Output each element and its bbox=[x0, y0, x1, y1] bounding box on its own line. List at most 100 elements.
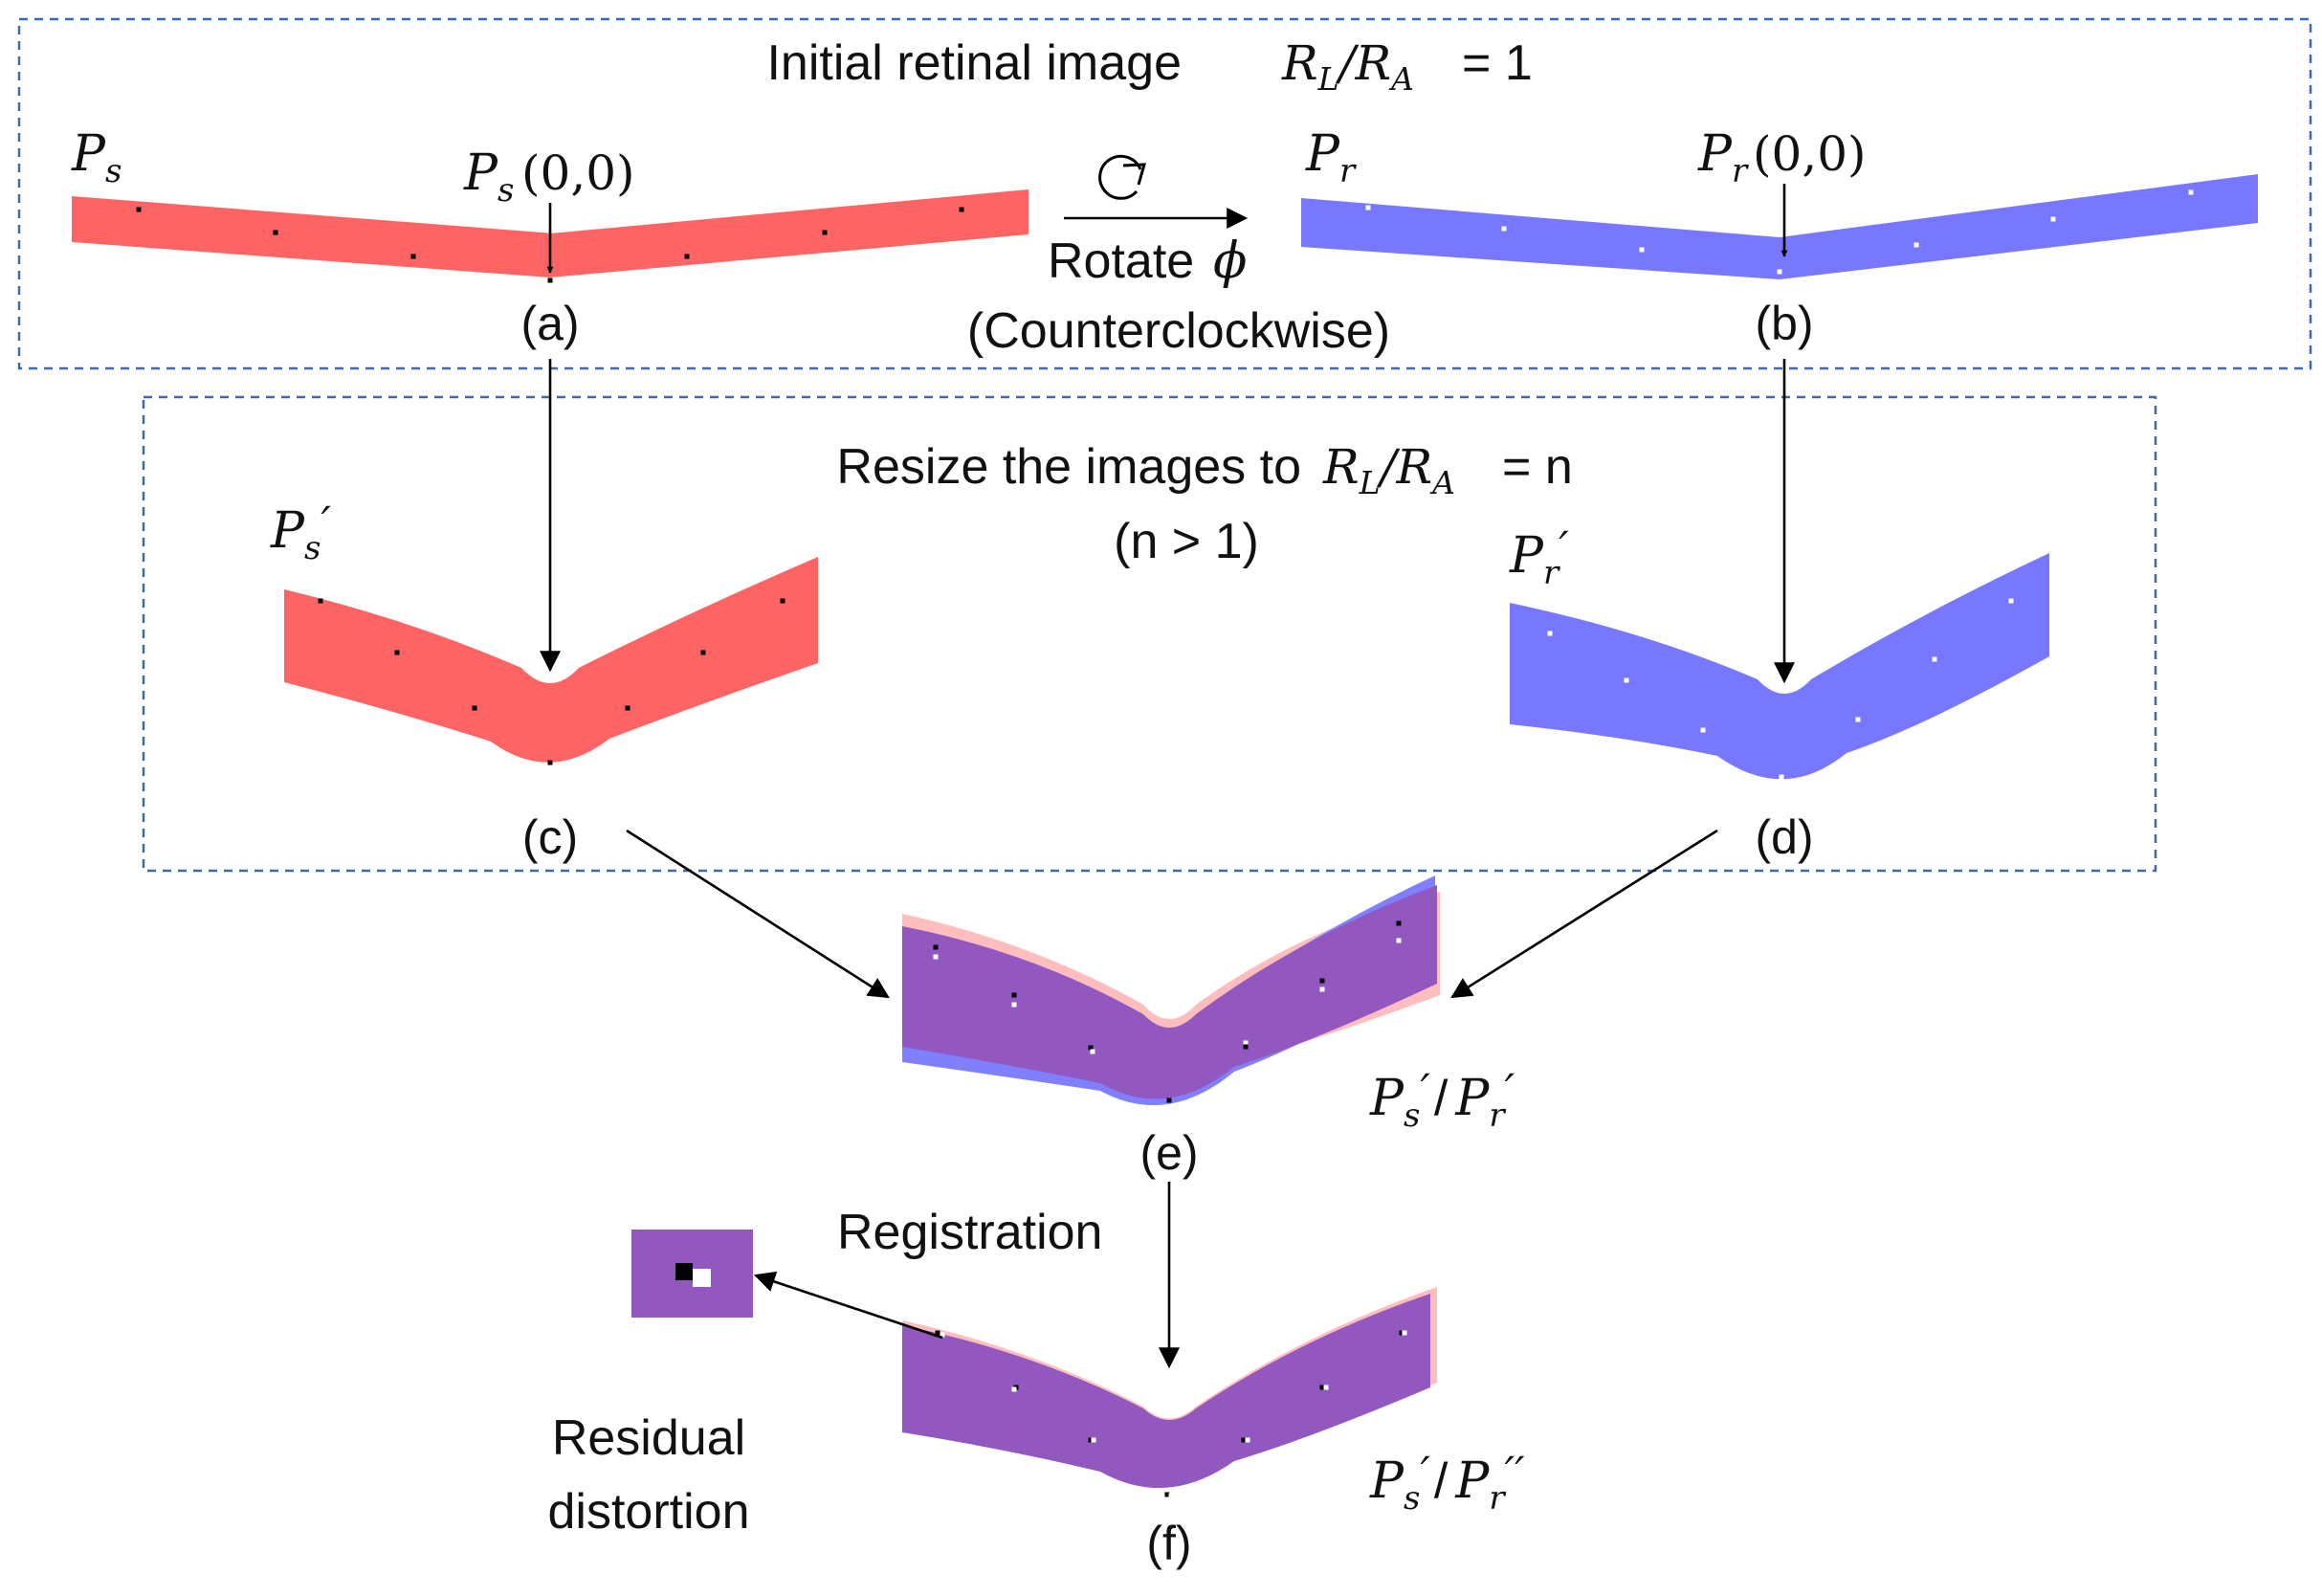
landmark-point bbox=[472, 705, 477, 711]
landmark-point bbox=[1011, 1002, 1017, 1008]
landmark-point bbox=[1243, 1044, 1249, 1050]
landmark-point bbox=[318, 598, 323, 604]
residual-white-marker bbox=[693, 1269, 711, 1287]
ratio-label-resize: RL/RA = n bbox=[1322, 439, 1573, 501]
landmark-point bbox=[2050, 216, 2056, 222]
panel-c-resized-source bbox=[284, 557, 818, 765]
residual-label-line1: Residual bbox=[552, 1410, 745, 1466]
landmark-point bbox=[1241, 1437, 1247, 1443]
panel-a-symbol: Ps bbox=[71, 125, 122, 190]
panel-b-landmarks bbox=[1365, 189, 2194, 275]
arrow-d-to-e bbox=[1450, 829, 1718, 999]
landmark-point bbox=[1932, 656, 1937, 662]
landmark-point bbox=[940, 1332, 945, 1338]
panel-e-landmarks bbox=[933, 920, 1402, 1103]
svg-text:Ps: Ps bbox=[463, 144, 514, 210]
landmark-point bbox=[1700, 727, 1706, 733]
svg-text:Pr: Pr bbox=[1697, 125, 1749, 190]
landmark-point bbox=[1164, 1492, 1170, 1497]
panel-c-symbol: Ps′ bbox=[270, 497, 331, 567]
landmark-point bbox=[1402, 1330, 1407, 1336]
landmark-point bbox=[684, 254, 690, 259]
caption-d: (d) bbox=[1755, 810, 1813, 864]
landmark-point bbox=[394, 650, 400, 655]
landmark-point bbox=[1777, 269, 1782, 275]
caption-e: (e) bbox=[1139, 1126, 1198, 1180]
landmark-point bbox=[1168, 1493, 1174, 1498]
landmark-point bbox=[547, 277, 553, 283]
caption-b: (b) bbox=[1755, 297, 1813, 350]
panel-a-origin-label: Ps (0,0) bbox=[463, 144, 635, 210]
landmark-point bbox=[935, 1330, 940, 1336]
landmark-point bbox=[1639, 247, 1645, 253]
landmark-point bbox=[1011, 992, 1017, 998]
panel-d-symbol: Pr′ bbox=[1509, 521, 1569, 592]
landmark-point bbox=[1243, 1040, 1249, 1046]
svg-text:= n: = n bbox=[1502, 439, 1573, 495]
initial-image-title: Initial retinal image bbox=[766, 35, 1182, 91]
landmark-point bbox=[933, 954, 939, 960]
svg-text:Rotate: Rotate bbox=[1048, 233, 1194, 289]
caption-f: (f) bbox=[1146, 1517, 1191, 1570]
panel-f-label: Ps′/Pr′′ bbox=[1369, 1447, 1525, 1518]
landmark-point bbox=[1365, 205, 1371, 211]
rotate-label: Rotate ϕ bbox=[1048, 233, 1247, 290]
panel-b-symbol: Pr bbox=[1305, 125, 1357, 190]
landmark-point bbox=[822, 230, 828, 235]
svg-text:ϕ: ϕ bbox=[1213, 233, 1247, 290]
panel-e-overlay bbox=[902, 876, 1440, 1106]
svg-text:(0,0): (0,0) bbox=[1753, 126, 1867, 182]
landmark-point bbox=[1088, 1437, 1094, 1443]
landmark-point bbox=[273, 230, 278, 235]
registration-label: Registration bbox=[837, 1205, 1102, 1260]
landmark-point bbox=[1501, 226, 1507, 232]
landmark-point bbox=[2188, 189, 2194, 195]
landmark-point bbox=[136, 207, 142, 212]
landmark-point bbox=[1011, 1386, 1017, 1392]
landmark-point bbox=[410, 254, 416, 259]
landmark-point bbox=[1855, 717, 1861, 722]
rotate-ccw-icon bbox=[1098, 154, 1147, 200]
caption-c: (c) bbox=[522, 810, 578, 864]
landmark-point bbox=[1090, 1049, 1095, 1054]
svg-text:RL/RA: RL/RA bbox=[1322, 439, 1455, 501]
initial-image-box bbox=[17, 17, 2312, 370]
panel-a-landmarks bbox=[136, 207, 964, 283]
panel-d-resized-reference bbox=[1510, 553, 2049, 780]
panel-d-landmarks bbox=[1547, 598, 2014, 780]
landmark-point bbox=[1547, 631, 1553, 636]
landmark-point bbox=[1396, 938, 1402, 943]
svg-text:RL/RA: RL/RA bbox=[1281, 35, 1414, 98]
caption-a: (a) bbox=[520, 297, 579, 350]
residual-label-line2: distortion bbox=[548, 1484, 750, 1540]
landmark-point bbox=[547, 760, 553, 765]
panel-c-landmarks bbox=[318, 598, 785, 765]
landmark-point bbox=[959, 207, 964, 212]
landmark-point bbox=[1319, 986, 1325, 992]
landmark-point bbox=[1779, 774, 1784, 780]
landmark-point bbox=[1091, 1437, 1096, 1443]
rotate-direction: (Counterclockwise) bbox=[967, 303, 1390, 359]
svg-text:Ps′: Ps′ bbox=[270, 497, 331, 567]
landmark-point bbox=[1323, 1385, 1329, 1390]
residual-zoom-arrow bbox=[753, 1271, 943, 1340]
svg-text:Ps′/Pr′′: Ps′/Pr′′ bbox=[1369, 1447, 1525, 1518]
ratio-label-top: RL/RA = 1 bbox=[1281, 35, 1533, 98]
svg-text:(0,0): (0,0) bbox=[521, 145, 635, 201]
resize-box bbox=[142, 395, 2157, 873]
landmark-point bbox=[1088, 1045, 1094, 1051]
landmark-point bbox=[625, 705, 630, 711]
landmark-point bbox=[780, 598, 785, 604]
svg-text:Pr′: Pr′ bbox=[1509, 521, 1569, 592]
svg-text:Pr: Pr bbox=[1305, 125, 1357, 190]
landmark-point bbox=[1245, 1437, 1250, 1443]
panel-b-origin-label: Pr (0,0) bbox=[1697, 125, 1867, 190]
svg-text:Ps′/Pr′: Ps′/Pr′ bbox=[1369, 1064, 1515, 1135]
svg-text:= 1: = 1 bbox=[1462, 35, 1533, 91]
resize-condition: (n > 1) bbox=[1114, 514, 1259, 569]
panel-b-reference-image bbox=[1301, 174, 2258, 279]
panel-f-registered bbox=[902, 1287, 1437, 1498]
landmark-point bbox=[1399, 1330, 1404, 1336]
landmark-point bbox=[1396, 920, 1402, 926]
